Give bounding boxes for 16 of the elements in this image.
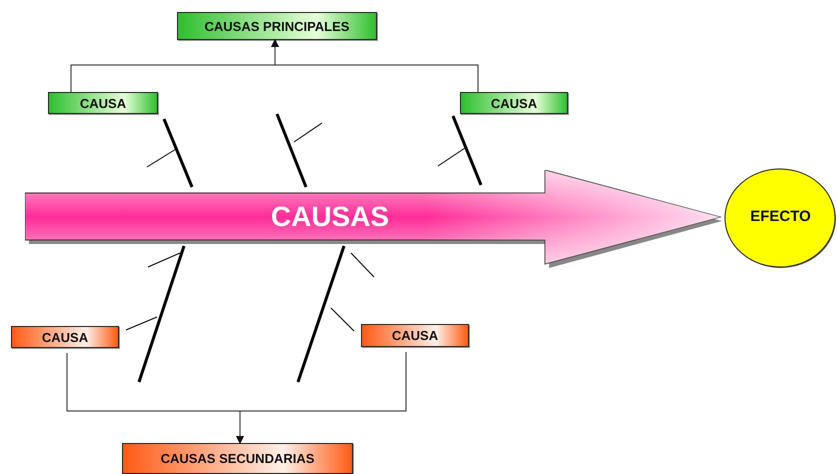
box-label: CAUSAS SECUNDARIAS xyxy=(160,451,314,466)
cause-box xyxy=(48,92,158,114)
cause-box xyxy=(177,12,377,40)
cause-box xyxy=(122,443,353,474)
box-label: CAUSA xyxy=(392,328,438,343)
spine-label: CAUSAS xyxy=(270,200,390,234)
bracket-connector xyxy=(236,352,406,444)
box-label: CAUSA xyxy=(490,96,538,110)
box-label: CAUSA xyxy=(42,330,88,344)
cause-box xyxy=(361,324,469,347)
box-label: CAUSA xyxy=(80,96,126,110)
effect-label: EFECTO xyxy=(749,208,812,225)
cause-box xyxy=(460,92,568,114)
box-label: CAUSAS PRINCIPALES xyxy=(204,18,350,34)
bracket-connector xyxy=(271,39,478,92)
cause-box xyxy=(11,326,119,348)
